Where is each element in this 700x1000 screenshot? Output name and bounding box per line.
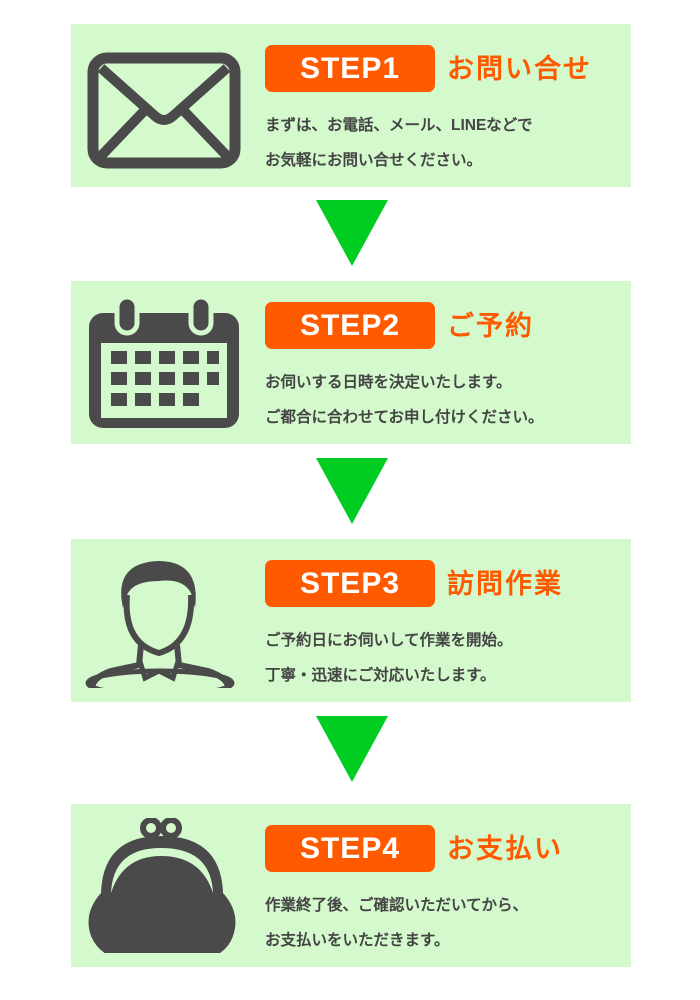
step-3-card: STEP3 訪問作業 ご予約日にお伺いして作業を開始。 丁寧・迅速にご対応いたし… <box>71 539 631 702</box>
down-arrow-icon <box>316 200 388 266</box>
step-badge: STEP4 <box>265 825 435 872</box>
step-2-card: STEP2 ご予約 お伺いする日時を決定いたします。 ご都合に合わせてお申し付け… <box>71 281 631 444</box>
step-description: 作業終了後、ご確認いただいてから、 お支払いをいただきます。 <box>265 888 528 958</box>
worker-icon <box>85 561 235 688</box>
envelope-icon <box>87 52 241 169</box>
step-badge: STEP2 <box>265 302 435 349</box>
step-description: ご予約日にお伺いして作業を開始。 丁寧・迅速にご対応いたします。 <box>265 623 513 693</box>
description-line: お気軽にお問い合せください。 <box>265 152 483 169</box>
step-title: お支払い <box>447 834 563 864</box>
description-line: お支払いをいただきます。 <box>265 932 450 949</box>
description-line: 作業終了後、ご確認いただいてから、 <box>265 897 529 914</box>
description-line: まずは、お電話、メール、LINEなどで <box>265 117 533 134</box>
step-title: 訪問作業 <box>447 569 563 599</box>
description-line: お伺いする日時を決定いたします。 <box>265 374 512 391</box>
step-1-card: STEP1 お問い合せ まずは、お電話、メール、LINEなどで お気軽にお問い合… <box>71 24 631 187</box>
description-line: ご予約日にお伺いして作業を開始。 <box>265 632 513 649</box>
down-arrow-icon <box>316 458 388 524</box>
description-line: 丁寧・迅速にご対応いたします。 <box>265 667 496 684</box>
purse-icon <box>88 818 236 953</box>
step-title: ご予約 <box>447 311 534 341</box>
step-title: お問い合せ <box>447 54 592 84</box>
calendar-icon <box>89 295 239 428</box>
down-arrow-icon <box>316 716 388 782</box>
step-description: まずは、お電話、メール、LINEなどで お気軽にお問い合せください。 <box>265 108 533 178</box>
step-description: お伺いする日時を決定いたします。 ご都合に合わせてお申し付けください。 <box>265 365 544 435</box>
step-badge: STEP3 <box>265 560 435 607</box>
step-4-card: STEP4 お支払い 作業終了後、ご確認いただいてから、 お支払いをいただきます… <box>71 804 631 967</box>
description-line: ご都合に合わせてお申し付けください。 <box>265 409 544 426</box>
step-badge: STEP1 <box>265 45 435 92</box>
